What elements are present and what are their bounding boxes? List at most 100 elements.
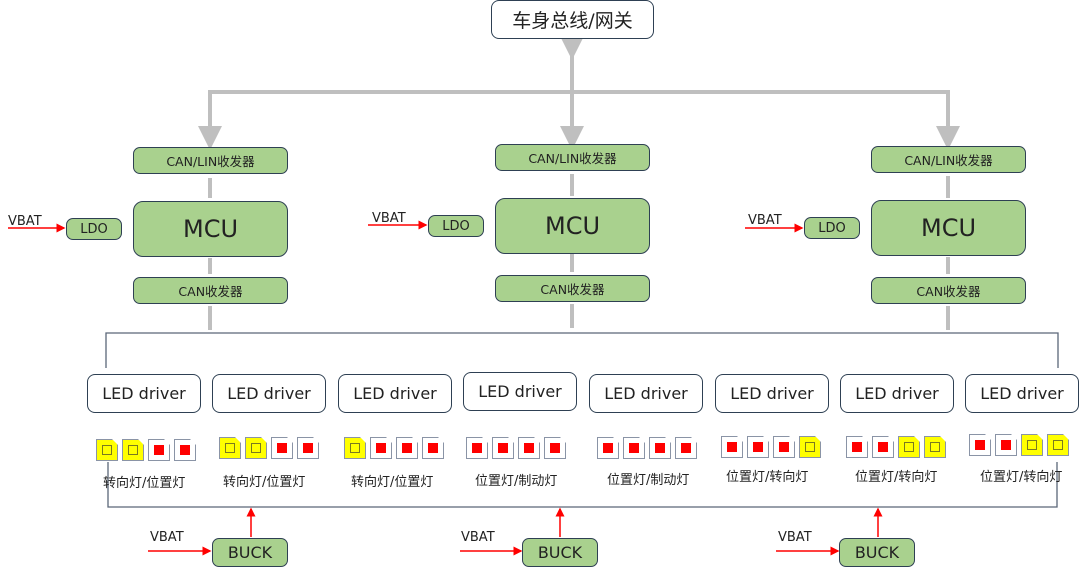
- position-lamp-icon: [747, 436, 769, 458]
- can-lin-transceiver-2: CAN/LIN收发器: [495, 144, 650, 171]
- ldo-label: LDO: [80, 221, 108, 237]
- mcu-label: MCU: [182, 215, 239, 243]
- led-driver-7: LED driver: [840, 374, 954, 413]
- position-lamp-icon: [649, 437, 671, 459]
- position-lamp-icon: [544, 437, 566, 459]
- lamp-label: 位置灯/转向灯: [855, 470, 938, 485]
- turn-lamp-icon: [344, 437, 366, 459]
- vbat-label: VBAT: [150, 530, 184, 545]
- can-lin-label: CAN/LIN收发器: [904, 153, 993, 168]
- lamp-group-8: [969, 434, 1069, 456]
- position-lamp-icon: [623, 437, 645, 459]
- led-driver-8: LED driver: [965, 374, 1079, 413]
- lamp-label: 转向灯/位置灯: [351, 475, 434, 490]
- ecu-internal-links: [208, 174, 950, 330]
- position-lamp-icon: [466, 437, 488, 459]
- ldo-3: LDO: [804, 217, 860, 239]
- can-transceiver-1: CAN收发器: [133, 277, 288, 304]
- position-lamp-icon: [271, 437, 293, 459]
- lamp-group-6: [721, 436, 821, 458]
- can-label: CAN收发器: [916, 284, 981, 299]
- vbat-label: VBAT: [778, 530, 812, 545]
- buck-3: BUCK: [839, 538, 915, 567]
- led-driver-label: LED driver: [353, 384, 437, 403]
- position-lamp-icon: [148, 439, 170, 461]
- position-lamp-icon: [422, 437, 444, 459]
- led-driver-label: LED driver: [227, 384, 311, 403]
- lamp-label: 位置灯/转向灯: [726, 470, 809, 485]
- position-lamp-icon: [675, 437, 697, 459]
- lamp-label: 位置灯/制动灯: [607, 473, 690, 488]
- led-driver-label: LED driver: [980, 384, 1064, 403]
- position-lamp-icon: [995, 434, 1017, 456]
- can-transceiver-3: CAN收发器: [871, 277, 1026, 304]
- mcu-3: MCU: [871, 200, 1026, 256]
- mcu-label: MCU: [544, 212, 601, 240]
- position-lamp-icon: [872, 436, 894, 458]
- gateway-bus: [198, 36, 960, 150]
- position-lamp-icon: [492, 437, 514, 459]
- led-driver-6: LED driver: [715, 374, 829, 413]
- turn-lamp-icon: [799, 436, 821, 458]
- can-lin-transceiver-3: CAN/LIN收发器: [871, 146, 1026, 173]
- lamp-group-5: [597, 437, 697, 459]
- mcu-1: MCU: [133, 201, 288, 257]
- turn-lamp-icon: [898, 436, 920, 458]
- lamp-group-3: [344, 437, 444, 459]
- position-lamp-icon: [518, 437, 540, 459]
- vbat-label: VBAT: [8, 214, 42, 229]
- led-driver-label: LED driver: [478, 382, 562, 401]
- buck-label: BUCK: [854, 543, 900, 562]
- body-bus-gateway: 车身总线/网关: [491, 0, 654, 39]
- led-driver-label: LED driver: [102, 384, 186, 403]
- position-lamp-icon: [846, 436, 868, 458]
- led-driver-5: LED driver: [589, 374, 703, 413]
- ldo-label: LDO: [442, 218, 470, 234]
- turn-lamp-icon: [924, 436, 946, 458]
- ldo-label: LDO: [818, 220, 846, 236]
- lamp-label: 位置灯/转向灯: [980, 470, 1063, 485]
- lamp-label: 转向灯/位置灯: [103, 476, 186, 491]
- lamp-label: 位置灯/制动灯: [475, 474, 558, 489]
- position-lamp-icon: [174, 439, 196, 461]
- buck-1: BUCK: [212, 538, 288, 567]
- position-lamp-icon: [597, 437, 619, 459]
- position-lamp-icon: [773, 436, 795, 458]
- can-transceiver-2: CAN收发器: [495, 275, 650, 302]
- led-driver-3: LED driver: [338, 374, 452, 413]
- turn-lamp-icon: [96, 439, 118, 461]
- led-driver-label: LED driver: [730, 384, 814, 403]
- turn-lamp-icon: [1021, 434, 1043, 456]
- vbat-arrows: [8, 220, 883, 556]
- can-lin-transceiver-1: CAN/LIN收发器: [133, 147, 288, 174]
- vbat-label: VBAT: [748, 213, 782, 228]
- lamp-group-1: [96, 439, 196, 461]
- mcu-label: MCU: [920, 214, 977, 242]
- led-driver-label: LED driver: [855, 384, 939, 403]
- can-lin-label: CAN/LIN收发器: [166, 154, 255, 169]
- gateway-label: 车身总线/网关: [512, 10, 633, 32]
- led-driver-label: LED driver: [604, 384, 688, 403]
- can-lin-label: CAN/LIN收发器: [528, 151, 617, 166]
- position-lamp-icon: [370, 437, 392, 459]
- turn-lamp-icon: [1047, 434, 1069, 456]
- lamp-group-4: [466, 437, 566, 459]
- position-lamp-icon: [396, 437, 418, 459]
- buck-label: BUCK: [227, 543, 273, 562]
- turn-lamp-icon: [122, 439, 144, 461]
- led-driver-4: LED driver: [463, 372, 577, 411]
- lamp-group-2: [219, 437, 319, 459]
- position-lamp-icon: [721, 436, 743, 458]
- led-driver-2: LED driver: [212, 374, 326, 413]
- lamp-group-7: [846, 436, 946, 458]
- vbat-label: VBAT: [461, 530, 495, 545]
- can-label: CAN收发器: [540, 282, 605, 297]
- lamp-label: 转向灯/位置灯: [223, 475, 306, 490]
- buck-label: BUCK: [537, 543, 583, 562]
- led-driver-1: LED driver: [87, 374, 201, 413]
- can-bus-line: [105, 332, 1059, 368]
- power-rail-line: [107, 462, 1058, 508]
- mcu-2: MCU: [495, 198, 650, 254]
- vbat-label: VBAT: [372, 211, 406, 226]
- can-label: CAN收发器: [178, 284, 243, 299]
